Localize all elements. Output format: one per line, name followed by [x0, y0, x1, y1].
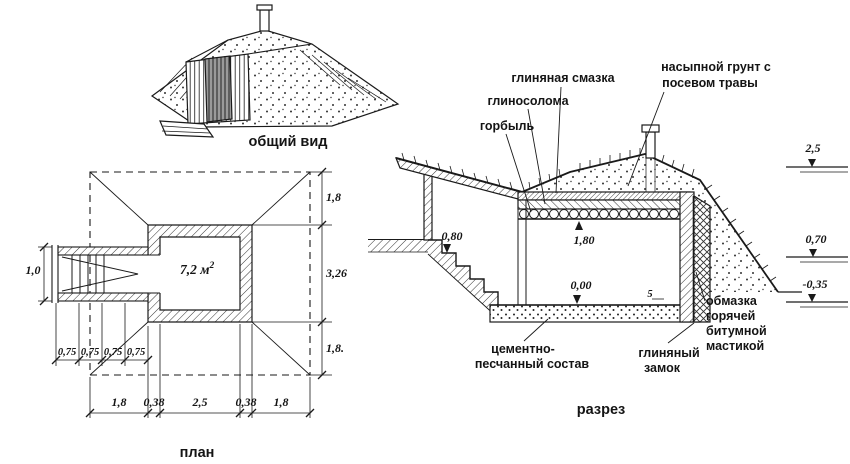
elevation-2-5: 2,5: [805, 141, 821, 155]
doorway-opening: [146, 255, 162, 293]
elevation-mark-mid: [786, 249, 848, 263]
dim-bottom-5: 1,8: [274, 395, 289, 409]
plan-view: [51, 171, 311, 376]
mound-hip-lines: [185, 39, 313, 63]
callout-fill-soil-line2: посевом травы: [662, 76, 758, 90]
arrow-080: [443, 244, 451, 253]
dim-bottom-4: 0,38: [236, 395, 257, 409]
label-cement-line1: цементно-: [491, 342, 555, 356]
mound-fill: [522, 154, 778, 292]
general-view: [150, 4, 400, 138]
dim-bottom-2: 0,38: [144, 395, 165, 409]
room-front-wall: [517, 192, 527, 305]
corridor-wall-bottom: [57, 292, 149, 302]
right-wall: [679, 191, 695, 323]
label-cement-line2: песчанный состав: [475, 357, 590, 371]
plan-steps: [71, 255, 105, 293]
plan-area-value: 7,2 м: [180, 262, 210, 277]
mound-surface: [521, 153, 779, 293]
roof-timber-row: [519, 209, 689, 219]
roof-claystraw-layer: [517, 199, 691, 210]
entry-arrow: [61, 256, 139, 292]
dim-step-3: 0,75: [104, 347, 122, 358]
plan-area-exponent: 2: [209, 261, 215, 271]
label-bitumen-line2: горячей: [706, 309, 755, 323]
label-clay-lock-line2: замок: [644, 361, 681, 375]
annotations: общий вид план разрез 1,0 1,8 3,26 1,8. …: [26, 60, 828, 461]
dim-step-4: 0,75: [127, 347, 145, 358]
dim-plan-right-top: 1,8: [326, 190, 341, 204]
elevation-0-70: 0,70: [806, 232, 827, 246]
label-section: разрез: [577, 402, 625, 418]
elevation-mark-low: [786, 294, 848, 308]
doorway-jambs: [148, 254, 160, 294]
label-bitumen-line4: мастикой: [706, 339, 764, 353]
floor-slab: [489, 304, 701, 323]
mark-080: 0,80: [442, 229, 463, 243]
label-general-view: общий вид: [249, 134, 328, 150]
label-plan: план: [180, 445, 215, 461]
stairs: [428, 239, 499, 305]
note-5: 5: [647, 289, 652, 300]
callout-clay-coating: глиняная смазка: [511, 71, 615, 85]
chimney-sketch: [256, 4, 273, 32]
mark-000: 0,00: [571, 278, 592, 292]
left-ground-hatch: [368, 240, 428, 252]
elevation-minus-0-35: -0,35: [803, 277, 828, 291]
dim-step-1: 0,75: [58, 347, 76, 358]
mound-footprint: [89, 171, 311, 376]
footprint-hip-lines: [89, 171, 311, 376]
entrance-roof: [394, 157, 523, 201]
entrance-path: [159, 120, 215, 138]
arrow-000: [573, 295, 581, 304]
elevation-mark-top: [786, 159, 848, 173]
arrow-180: [575, 221, 583, 230]
dim-bottom-1: 1,8: [112, 395, 127, 409]
dim-bottom-3: 2,5: [192, 395, 208, 409]
mark-180: 1,80: [574, 233, 595, 247]
callout-fill-soil-line1: насыпной грунт с: [661, 60, 771, 74]
label-bitumen-line1: обмазка: [706, 294, 758, 308]
entrance-post: [423, 173, 433, 241]
label-clay-lock-line1: глиняный: [638, 346, 699, 360]
plan-dimensions: [38, 167, 332, 418]
dim-plan-right-bottom: 1,8.: [326, 341, 344, 355]
leader-lines: [505, 86, 706, 344]
stairs-base: [428, 240, 498, 318]
corridor-wall-top: [57, 246, 149, 256]
plan-area: 7,2 м2: [180, 261, 215, 277]
dim-step-2: 0,75: [81, 347, 99, 358]
clay-lock: [693, 194, 711, 323]
corridor-door-end: [51, 245, 59, 303]
entrance-path-lines: [161, 125, 211, 134]
label-bitumen-line3: битумной: [706, 324, 767, 338]
section-view: [368, 86, 848, 344]
grass-strokes: [401, 148, 777, 282]
callout-clay-straw: глиносолома: [487, 94, 569, 108]
dim-door-width: 1,0: [26, 263, 41, 277]
callout-slab-wood: горбыль: [480, 119, 535, 133]
door: [204, 55, 233, 123]
dim-plan-right-mid: 3,26: [325, 266, 347, 280]
